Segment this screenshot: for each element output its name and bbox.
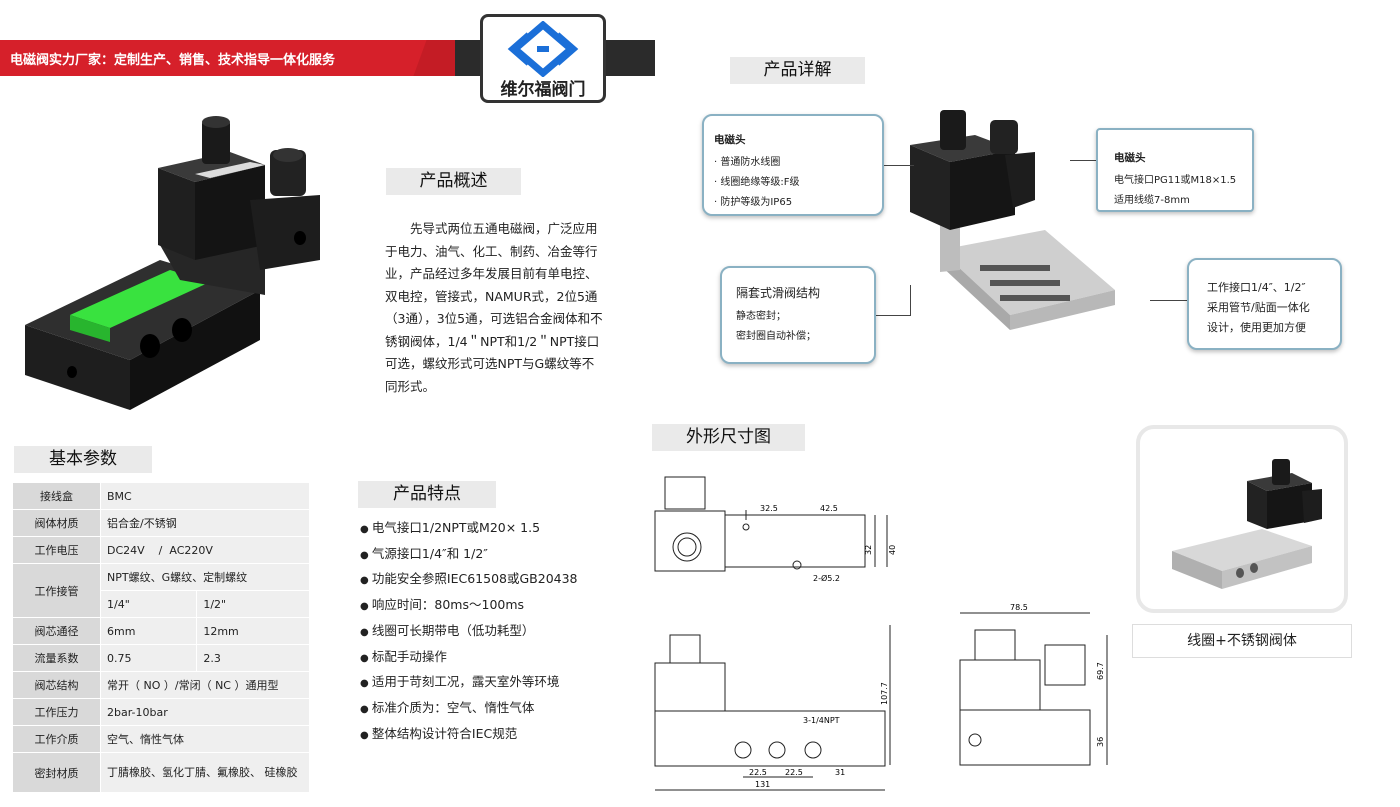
list-item: 响应时间：80ms～100ms	[360, 593, 578, 619]
list-item: 电气接口1/2NPT或M20× 1.5	[360, 516, 578, 542]
param-value: 0.75	[99, 644, 198, 672]
callout-leader	[910, 285, 911, 316]
params-table: 接线盒 BMC 阀体材质 铝合金/不锈钢 工作电压 DC24V / AC220V…	[12, 482, 310, 793]
param-key: 流量系数	[12, 644, 101, 672]
param-value: 2bar-10bar	[100, 698, 310, 726]
param-key: 接线盒	[12, 482, 101, 510]
param-value: 2.3	[196, 644, 310, 672]
list-item: 标配手动操作	[360, 645, 578, 671]
callout-line: 采用管节/贴面一体化	[1207, 301, 1310, 314]
callout-line: 适用线缆7-8mm	[1114, 195, 1190, 206]
callout-line: 工作接口1/4″、1/2″	[1207, 281, 1306, 294]
callout-title: 电磁头	[714, 134, 746, 146]
list-item: 功能安全参照IEC61508或GB20438	[360, 567, 578, 593]
table-row: 工作介质 空气、惰性气体	[12, 725, 310, 753]
param-value: NPT螺纹、G螺纹、定制螺纹	[100, 563, 310, 591]
exploded-valve-image	[910, 110, 1115, 330]
table-row: 工作电压 DC24V / AC220V	[12, 536, 310, 564]
callout-line: 设计，使用更加方便	[1207, 321, 1306, 334]
dim-label: 36	[1096, 737, 1105, 747]
callout-coil-left: 电磁头 · 普通防水线圈 · 线圈绝缘等级:F级 · 防护等级为IP65	[702, 114, 884, 216]
dim-label: 22.5	[785, 768, 803, 777]
dim-label: 31	[835, 768, 845, 777]
company-logo[interactable]: 维尔福阀门	[480, 14, 606, 103]
callout-line: 密封圈自动补偿；	[736, 331, 816, 342]
table-row: 阀芯结构 常开（ NO ）/常闭（ NC ）通用型	[12, 671, 310, 699]
product-valve-image	[25, 116, 320, 410]
dimension-drawing: 32.5 42.5 32 40 2-Ø5.2 78.5 69.7 36 107.…	[654, 476, 1108, 791]
param-value: 6mm	[99, 617, 198, 645]
param-key: 密封材质	[12, 752, 101, 793]
param-key: 阀芯通径	[12, 617, 101, 645]
table-row: 密封材质 丁腈橡胶、氢化丁腈、氟橡胶、 硅橡胶	[12, 752, 310, 793]
dim-label: 3-1/4NPT	[803, 716, 840, 725]
callout-line: · 防护等级为IP65	[714, 197, 793, 208]
table-row: 工作压力 2bar-10bar	[12, 698, 310, 726]
top-banner	[0, 40, 440, 76]
callout-line: · 普通防水线圈	[714, 157, 781, 168]
section-title-detail: 产品详解	[730, 57, 865, 84]
variant-valve-image	[1172, 459, 1322, 589]
table-row: 流量系数 0.75 2.3	[12, 644, 310, 672]
param-value: 12mm	[196, 617, 310, 645]
callout-leader	[1150, 300, 1188, 301]
table-row: 阀芯通径 6mm 12mm	[12, 617, 310, 645]
table-row: 阀体材质 铝合金/不锈钢	[12, 509, 310, 537]
list-item: 气源接口1/4″和 1/2″	[360, 542, 578, 568]
param-value: 1/4"	[99, 590, 198, 618]
param-key: 工作压力	[12, 698, 101, 726]
param-value: 丁腈橡胶、氢化丁腈、氟橡胶、 硅橡胶	[100, 752, 310, 793]
dim-label: 42.5	[820, 504, 838, 513]
dim-label: 69.7	[1096, 662, 1105, 680]
callout-coil-right: 电磁头 电气接口PG11或M18×1.5 适用线缆7-8mm	[1096, 128, 1254, 212]
dim-label: 78.5	[1010, 603, 1028, 612]
param-value: 常开（ NO ）/常闭（ NC ）通用型	[100, 671, 310, 699]
variant-thumbnail[interactable]	[1136, 425, 1348, 613]
callout-title: 隔套式滑阀结构	[736, 286, 821, 300]
overview-paragraph: 先导式两位五通电磁阀，广泛应用于电力、油气、化工、制药、冶金等行业，产品经过多年…	[385, 221, 603, 394]
list-item: 线圈可长期带电（低功耗型）	[360, 619, 578, 645]
logo-text: 维尔福阀门	[500, 80, 586, 100]
param-value: BMC	[100, 482, 310, 510]
section-title-features: 产品特点	[358, 481, 496, 508]
dim-label: 32.5	[760, 504, 778, 513]
param-value: DC24V / AC220V	[100, 536, 310, 564]
callout-leader	[1070, 160, 1096, 161]
callout-leader	[884, 165, 914, 166]
table-row: 工作接管 NPT螺纹、G螺纹、定制螺纹	[12, 563, 310, 618]
banner-slogan: 电磁阀实力厂家：定制生产、销售、技术指导一体化服务	[10, 53, 336, 68]
dim-label: 22.5	[749, 768, 767, 777]
dim-label: 131	[755, 780, 770, 789]
callout-line: 电气接口PG11或M18×1.5	[1114, 175, 1237, 186]
section-title-dimension: 外形尺寸图	[652, 424, 805, 451]
callout-line: 静态密封；	[736, 311, 786, 322]
param-value: 空气、惰性气体	[100, 725, 310, 753]
param-key: 工作电压	[12, 536, 101, 564]
dim-label: 107.7	[880, 682, 889, 705]
dim-label: 2-Ø5.2	[813, 573, 840, 583]
list-item: 标准介质为：空气、惰性气体	[360, 696, 578, 722]
param-value: 1/2"	[196, 590, 310, 618]
features-list: 电气接口1/2NPT或M20× 1.5 气源接口1/4″和 1/2″ 功能安全参…	[360, 516, 578, 747]
callout-title: 电磁头	[1114, 152, 1146, 164]
callout-spool: 隔套式滑阀结构 静态密封； 密封圈自动补偿；	[720, 266, 876, 364]
param-value: 铝合金/不锈钢	[100, 509, 310, 537]
list-item: 整体结构设计符合IEC规范	[360, 722, 578, 748]
dim-label: 32	[864, 545, 873, 555]
callout-line: · 线圈绝缘等级:F级	[714, 177, 800, 188]
param-key: 阀体材质	[12, 509, 101, 537]
section-title-overview: 产品概述	[386, 168, 521, 195]
callout-leader	[876, 315, 911, 316]
section-title-params: 基本参数	[14, 446, 152, 473]
param-key: 工作介质	[12, 725, 101, 753]
param-key: 阀芯结构	[12, 671, 101, 699]
logo-mark-icon	[507, 21, 579, 77]
list-item: 适用于苛刻工况，露天室外等环境	[360, 670, 578, 696]
param-key: 工作接管	[12, 563, 101, 618]
dim-label: 40	[888, 545, 897, 555]
table-row: 接线盒 BMC	[12, 482, 310, 510]
variant-caption: 线圈+不锈钢阀体	[1132, 624, 1352, 658]
callout-port: 工作接口1/4″、1/2″ 采用管节/贴面一体化 设计，使用更加方便	[1187, 258, 1342, 350]
table-row: 1/4" 1/2"	[13, 590, 310, 618]
